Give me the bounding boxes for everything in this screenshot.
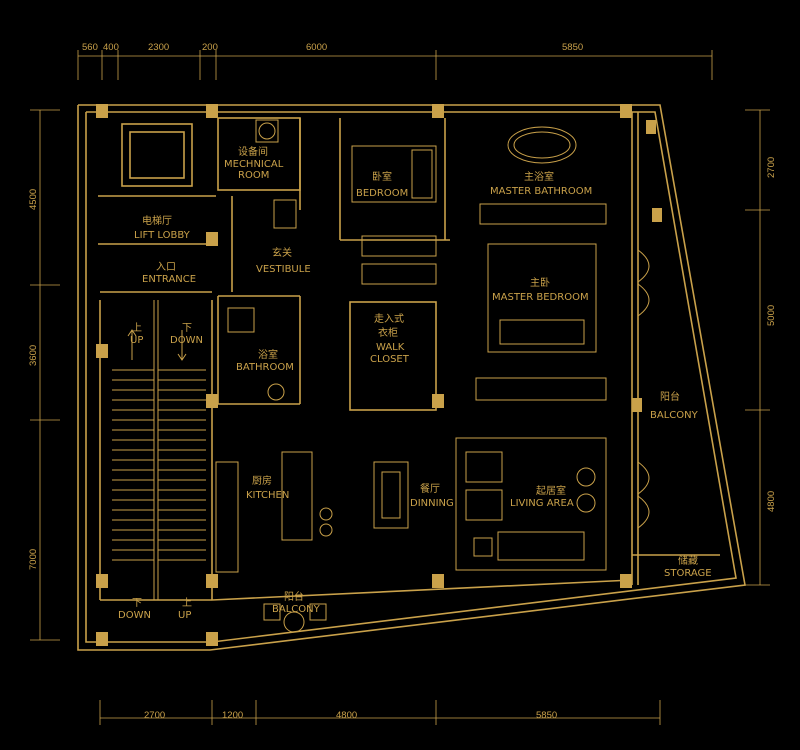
dimension-lines xyxy=(30,50,770,725)
dim-top-400: 400 xyxy=(103,42,119,53)
stair-bottom-up-label-en: UP xyxy=(178,610,191,621)
entrance-label-en: ENTRANCE xyxy=(142,274,196,285)
stair-bottom-down-label-en: DOWN xyxy=(118,610,151,621)
bedroom-label-cn: 卧室 xyxy=(372,170,392,183)
walk-closet-label-en2: CLOSET xyxy=(370,354,410,365)
lift-lobby-label-cn: 电梯厅 xyxy=(142,214,172,227)
bathroom-label-cn: 浴室 xyxy=(258,348,278,361)
storage-label-cn: 储藏 xyxy=(678,554,698,567)
living-label-cn: 起居室 xyxy=(536,484,566,497)
stair-down-label-cn: 下 xyxy=(182,323,192,334)
walk-closet-label-cn2: 衣柜 xyxy=(378,326,398,339)
master-bath-label-en: MASTER BATHROOM xyxy=(490,186,592,197)
storage-label-en: STORAGE xyxy=(664,568,712,579)
dim-left-7000: 7000 xyxy=(28,549,39,570)
fixtures xyxy=(215,119,650,633)
kitchen-label-en: KITCHEN xyxy=(246,490,289,501)
dimension-labels: 560 400 2300 200 6000 5850 2700 1200 480… xyxy=(28,42,777,721)
stair-up-label-cn: 上 xyxy=(132,322,142,334)
stair-bottom-down-label-cn: 下 xyxy=(132,598,142,609)
dim-top-560: 560 xyxy=(82,42,98,53)
mechanical-room-label-cn: 设备间 xyxy=(238,145,268,158)
stair-arrow-up xyxy=(127,329,137,360)
dim-right-5000: 5000 xyxy=(766,305,777,326)
room-labels: 设备间 MECHNICAL ROOM 卧室 BEDROOM 主浴室 MASTER… xyxy=(118,145,712,621)
stair-up-label-en: UP xyxy=(130,335,143,346)
stair-lines-right xyxy=(158,369,206,561)
vestibule-label-cn: 玄关 xyxy=(272,246,292,259)
vestibule-label-en: VESTIBULE xyxy=(256,264,311,275)
dim-bottom-5850: 5850 xyxy=(536,710,557,721)
dim-right-4800: 4800 xyxy=(766,491,777,512)
walk-closet-label-en1: WALK xyxy=(376,342,405,353)
dim-top-2300: 2300 xyxy=(148,42,169,53)
dim-top-200: 200 xyxy=(202,42,218,53)
lift-lobby-label-en: LIFT LOBBY xyxy=(134,230,191,241)
entrance-label-cn: 入口 xyxy=(156,262,176,273)
master-bed-label-en: MASTER BEDROOM xyxy=(492,292,589,303)
dining-label-en: DINNING xyxy=(410,498,454,509)
walk-closet-label-cn1: 走入式 xyxy=(374,312,404,325)
dim-bottom-2700: 2700 xyxy=(144,710,165,721)
bathroom-label-en: BATHROOM xyxy=(236,362,294,373)
dim-right-2700: 2700 xyxy=(766,157,777,178)
master-bed-label-cn: 主卧 xyxy=(530,276,550,289)
living-label-en: LIVING AREA xyxy=(510,498,574,509)
balcony-south-label-cn: 阳台 xyxy=(284,590,304,603)
balcony-south-label-en: BALCONY xyxy=(272,604,321,615)
master-bath-label-cn: 主浴室 xyxy=(524,170,554,183)
dim-top-6000: 6000 xyxy=(306,42,327,53)
stair-lines-left xyxy=(112,369,154,561)
balcony-east-label-cn: 阳台 xyxy=(660,390,680,403)
dim-bottom-4800: 4800 xyxy=(336,710,357,721)
stair-treads xyxy=(112,300,206,600)
stair-down-label-en: DOWN xyxy=(170,335,203,346)
balcony-east-label-en: BALCONY xyxy=(650,410,699,421)
kitchen-label-cn: 厨房 xyxy=(252,474,272,487)
walls xyxy=(77,104,746,651)
mechanical-room-label-en1: MECHNICAL xyxy=(224,159,284,170)
mechanical-room-label-en2: ROOM xyxy=(238,170,269,181)
dim-left-3600: 3600 xyxy=(28,345,39,366)
stair-bottom-up-label-cn: 上 xyxy=(182,597,192,609)
dining-label-cn: 餐厅 xyxy=(420,482,440,495)
dim-top-5850: 5850 xyxy=(562,42,583,53)
dim-bottom-1200: 1200 xyxy=(222,710,243,721)
bedroom-label-en: BEDROOM xyxy=(356,188,408,199)
dim-left-4500: 4500 xyxy=(28,189,39,210)
stair-arrow-down xyxy=(177,330,187,361)
